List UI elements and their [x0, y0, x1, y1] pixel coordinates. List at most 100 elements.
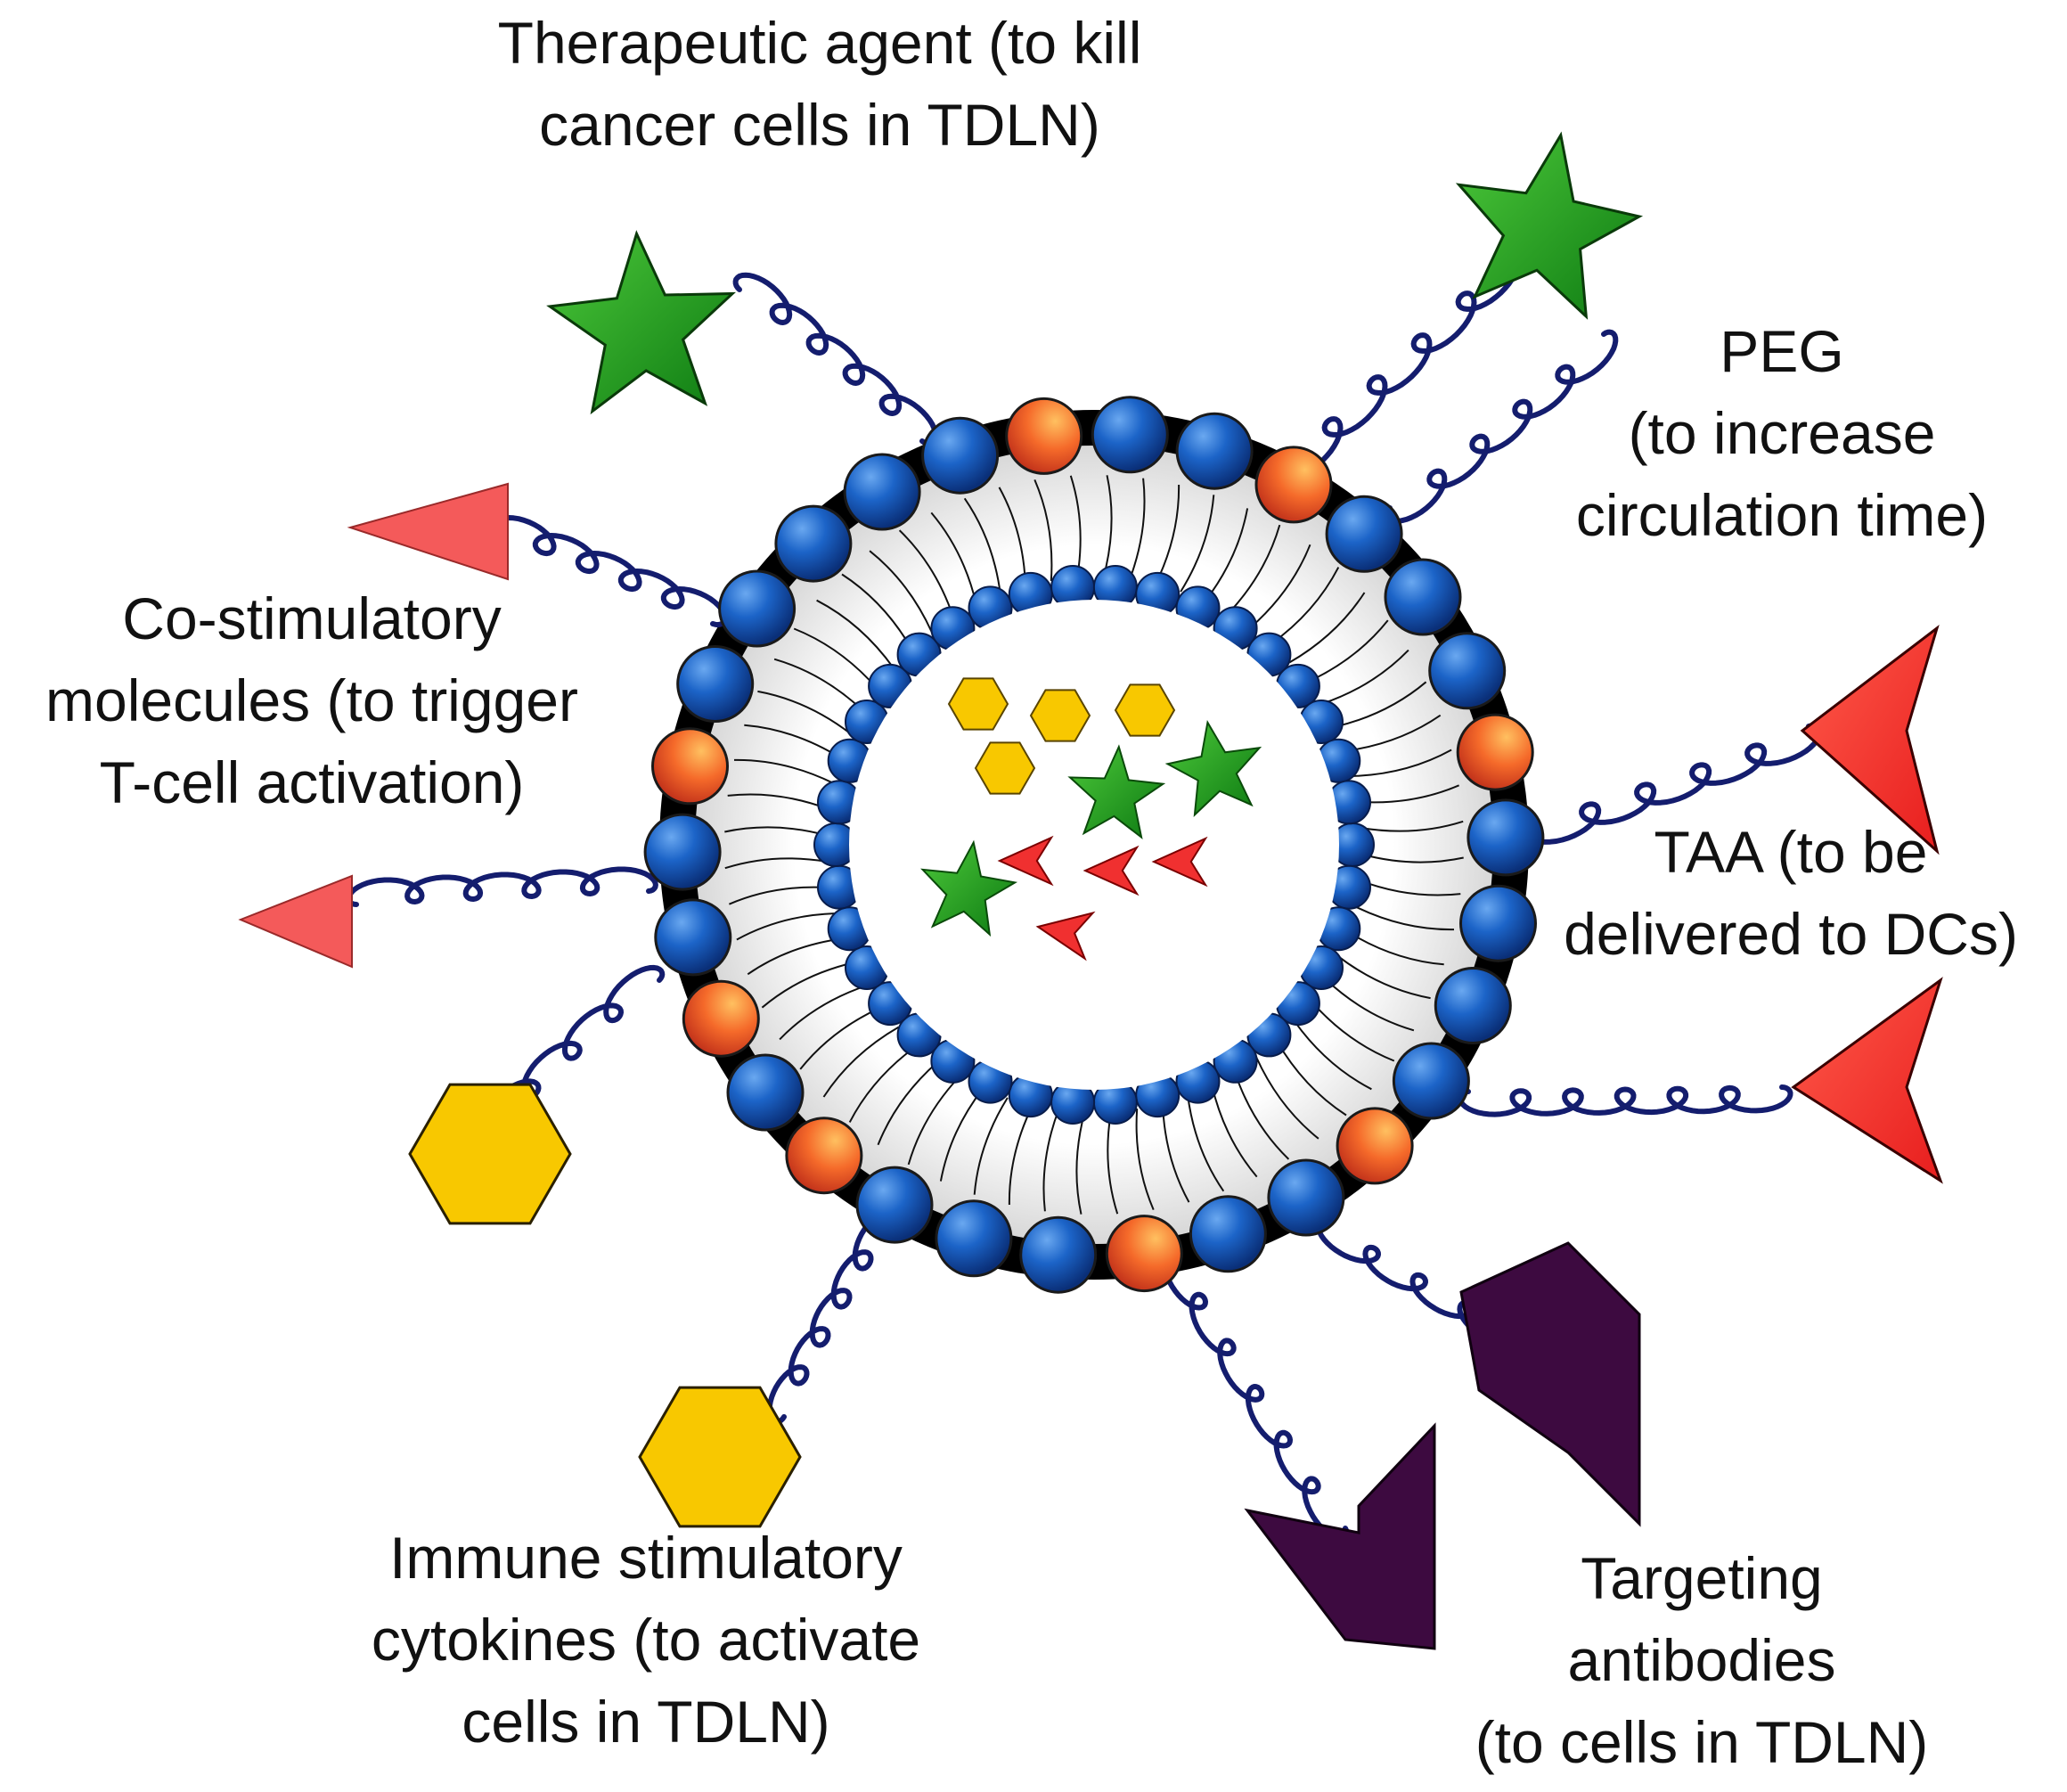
hexagon-icon: [408, 1083, 572, 1225]
peg-chain: [1524, 723, 1823, 845]
lipid-tail: [761, 961, 854, 1009]
label-line: cancer cells in TDLN): [539, 92, 1100, 158]
label-line: cells in TDLN): [462, 1689, 830, 1755]
label-line: (to cells in TDLN): [1475, 1709, 1929, 1775]
hexagon-icon: [1029, 689, 1091, 742]
peg-chain: [1384, 329, 1619, 524]
peg-chain: [1277, 249, 1522, 479]
lipid-tail: [1320, 649, 1409, 706]
hexagon-icon: [947, 677, 1009, 731]
star-icon: [1164, 719, 1262, 817]
label-line: PEG: [1720, 318, 1844, 384]
label-targeting-antibodies: Targeting antibodies (to cells in TDLN): [1390, 1537, 2014, 1783]
lumen: [849, 600, 1339, 1090]
label-immune-cytokines: Immune stimulatory cytokines (to activat…: [303, 1517, 989, 1763]
liposome-cargo: [920, 677, 1262, 961]
lipid-tail: [963, 497, 1001, 595]
functional-lipid-head: [651, 727, 729, 806]
functional-lipid-head: [785, 1117, 863, 1195]
label-peg: PEG (to increase circulation time): [1515, 310, 2049, 556]
lipid-tail: [1288, 592, 1366, 664]
lipid-tail: [1102, 475, 1113, 578]
lipid-tail: [1352, 749, 1452, 777]
lipid-tail: [869, 550, 933, 634]
lipid-tail: [1360, 853, 1464, 863]
label-line: Targeting: [1581, 1545, 1823, 1611]
lipid-tail: [1353, 904, 1455, 931]
chevron-icon: [1459, 1241, 1641, 1527]
lipid-head: [718, 569, 797, 648]
peg-chain: [346, 866, 658, 907]
lipid-tail: [1324, 978, 1415, 1032]
lipid-tail: [1042, 1109, 1060, 1212]
lipid-tail: [1180, 495, 1215, 593]
lipid-tail: [1336, 954, 1431, 1000]
star-icon: [1067, 744, 1166, 840]
lipid-head: [843, 453, 921, 531]
lipid-head: [1175, 412, 1254, 490]
star-icon: [1455, 131, 1644, 320]
triangle-icon: [1800, 625, 1940, 855]
lipid-tail: [757, 690, 852, 735]
star-icon: [920, 839, 1018, 937]
triangle-icon: [1035, 911, 1096, 961]
lipid-head: [855, 1166, 934, 1244]
label-line: Co-stimulatory: [122, 585, 502, 651]
lipid-head: [1019, 1215, 1098, 1294]
label-taa: TAA (to be delivered to DCs): [1515, 811, 2067, 975]
lipid-tail: [733, 758, 835, 785]
lipid-tail: [816, 599, 895, 669]
functional-lipid-head: [1456, 713, 1534, 791]
lipid-head: [1325, 495, 1403, 573]
triangle-icon: [347, 482, 509, 581]
lipid-tail: [877, 1060, 939, 1146]
peg-chain: [1161, 1246, 1350, 1541]
label-therapeutic-agent: Therapeutic agent (to kill cancer cells …: [445, 2, 1194, 166]
label-line: delivered to DCs): [1564, 901, 2018, 967]
lipid-head: [1384, 558, 1462, 636]
lipid-head: [1434, 967, 1512, 1044]
chevron-icon: [1244, 1422, 1436, 1650]
lipid-head: [1392, 1042, 1470, 1120]
functional-lipid-head: [1336, 1107, 1414, 1185]
label-line: molecules (to trigger: [45, 667, 578, 733]
surface-ligands: [238, 131, 1943, 1650]
triangle-icon: [1083, 845, 1140, 896]
lipid-tail: [724, 857, 828, 870]
lipid-head: [726, 1053, 805, 1132]
lipid-head: [676, 645, 755, 723]
lipid-head: [935, 1199, 1013, 1278]
lipid-tail: [736, 912, 837, 941]
lipid-head: [643, 813, 722, 891]
label-line: (to increase: [1628, 400, 1936, 466]
lipid-tail: [1135, 1109, 1155, 1210]
lipid-head: [921, 416, 1000, 495]
lipid-head: [1467, 798, 1545, 877]
lipid-head: [1267, 1158, 1345, 1237]
label-line: Immune stimulatory: [389, 1525, 903, 1591]
lipid-tail: [1075, 1111, 1086, 1215]
lipid-tail: [822, 1026, 900, 1098]
lipid-head: [1428, 632, 1507, 710]
functional-lipid-head: [1105, 1215, 1183, 1293]
hexagon-icon: [1114, 683, 1176, 737]
functional-lipid-head: [1005, 397, 1083, 475]
lipid-head: [1091, 396, 1169, 474]
hexagon-icon: [974, 741, 1036, 795]
label-line: circulation time): [1575, 482, 1989, 548]
triangle-icon: [1151, 836, 1208, 888]
lipid-tail: [1187, 1094, 1225, 1192]
functional-lipid-head: [1254, 446, 1333, 524]
lipid-tail: [1255, 1056, 1319, 1140]
peg-chain: [766, 1211, 895, 1425]
lipid-tail: [779, 984, 868, 1041]
lipid-tail: [724, 826, 828, 837]
lipid-tail: [1128, 478, 1146, 581]
peg-chain: [489, 515, 728, 628]
hexagon-icon: [638, 1386, 802, 1528]
triangle-icon: [997, 835, 1054, 887]
lipid-tail: [973, 1097, 1009, 1195]
label-line: antibodies: [1567, 1627, 1836, 1693]
lipid-tail: [1249, 544, 1311, 629]
outer-lipid-layer: [643, 396, 1545, 1294]
